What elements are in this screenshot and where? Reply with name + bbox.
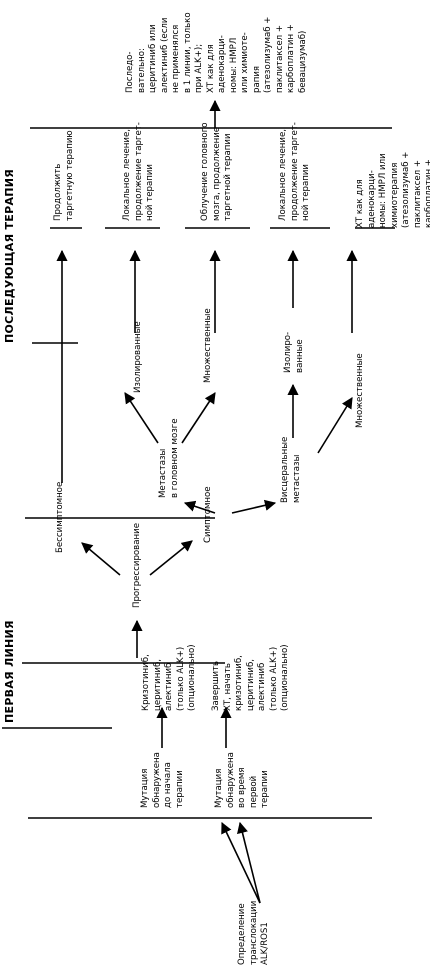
node-chemotherapy: ХТ как для аденокарци- номы: НМРЛ или хи…: [355, 151, 430, 228]
arrow-prog-asym: [81, 542, 121, 576]
arrow-start-2: [237, 821, 261, 904]
node-multiple-top: Множественные: [203, 308, 213, 383]
node-start-translocation: Определение транслокации ALK/ROS1: [237, 900, 270, 965]
node-brain-metastases: Метастазы в головном мозге: [158, 418, 180, 498]
node-multiple-bottom: Множественные: [355, 353, 365, 428]
node-symptomatic: Симптомное: [203, 486, 213, 543]
arrow-brain-isolated: [124, 392, 159, 444]
node-local-treatment-2: Локальное лечение, продолжение таргет- н…: [278, 122, 311, 221]
node-complete-chemo: Завершить ХТ, начать кризотиниб, церитин…: [211, 644, 290, 711]
heading-subsequent-therapy: ПОСЛЕДУЮЩАЯ ТЕРАПИЯ: [3, 168, 16, 343]
node-next-line: Последо- вательно: церитиниб или алектин…: [125, 12, 308, 93]
node-asymptomatic: Бессимптомное: [55, 481, 65, 553]
heading-first-line: ПЕРВАЯ ЛИНИЯ: [3, 620, 16, 723]
arrow-brain-multiple: [181, 392, 216, 444]
node-isolated-bottom: Изолиро- ванные: [283, 331, 305, 373]
node-crizotinib: Кризотиниб, церитиниб, алектиниб (только…: [141, 644, 197, 711]
node-visceral-metastases: Висцеральные метастазы: [280, 436, 302, 503]
node-mutation-during: Мутация обнаружена во время первой терап…: [214, 752, 270, 808]
node-isolated-top: Изолированные: [133, 321, 143, 393]
node-mutation-found: Мутация обнаружена до начала терапии: [140, 752, 185, 808]
arrow-sym-visceral: [231, 499, 277, 514]
node-progression: Прогрессирование: [132, 522, 142, 608]
arrow-prog-sym: [149, 540, 193, 576]
node-continue-targeted: Продолжить таргетную терапию: [53, 130, 75, 221]
arrow-sym-brain: [183, 500, 216, 514]
arrow-visceral-multiple: [317, 397, 353, 454]
node-brain-radiation: Облучение головного мозга, продолжение т…: [200, 122, 233, 221]
arrow-start-1: [221, 821, 261, 904]
node-local-treatment-1: Локальное лечение, продолжение таргет- н…: [122, 122, 155, 221]
